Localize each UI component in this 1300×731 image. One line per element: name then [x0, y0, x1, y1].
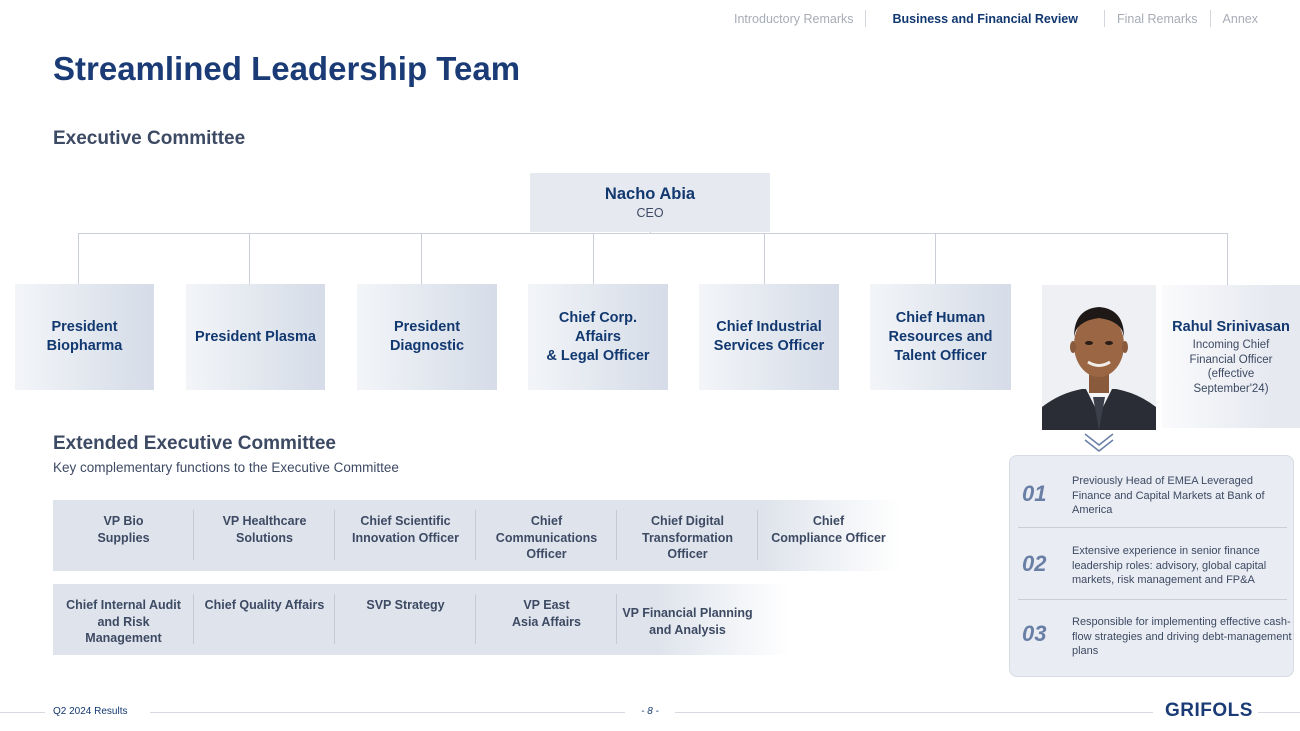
extended-role: Chief Communications Officer	[476, 500, 617, 571]
extended-role: VP Bio Supplies	[53, 500, 194, 571]
exec-box-chief-human-resources: Chief Human Resources and Talent Officer	[870, 284, 1011, 390]
highlight-number: 03	[1022, 621, 1047, 646]
nav-divider	[1209, 10, 1211, 27]
org-branch-line	[764, 233, 765, 284]
extended-committee-row-1: VP Bio Supplies VP Healthcare Solutions …	[53, 500, 900, 571]
ceo-role: CEO	[636, 206, 664, 220]
extended-role: Chief Internal Audit and Risk Management	[53, 584, 194, 655]
grifols-logo: GRIFOLS	[1165, 700, 1253, 721]
cfo-info: Rahul Srinivasan Incoming Chief Financia…	[1162, 285, 1300, 428]
chevron-down-icon	[1084, 433, 1114, 452]
extended-committee-subtitle: Key complementary functions to the Execu…	[53, 460, 399, 475]
highlight-number: 01	[1022, 481, 1047, 506]
footer-report-label: Q2 2024 Results	[53, 706, 128, 717]
ceo-box: Nacho Abia CEO	[530, 173, 770, 232]
highlight-text: Extensive experience in senior finance l…	[1072, 545, 1267, 586]
footer-rule	[675, 712, 1153, 713]
org-branch-line	[249, 233, 250, 284]
highlight-text: Previously Head of EMEA Leveraged Financ…	[1072, 475, 1265, 516]
cfo-photo	[1042, 285, 1156, 430]
extended-role: Chief Quality Affairs	[194, 584, 335, 655]
nav-business-financial-review[interactable]: Business and Financial Review	[892, 11, 1078, 26]
page-title: Streamlined Leadership Team	[53, 50, 521, 87]
highlight-divider	[1018, 599, 1287, 600]
org-branch-line	[421, 233, 422, 284]
nav-divider	[865, 10, 867, 27]
cfo-role: Incoming Chief Financial Officer (effect…	[1189, 339, 1273, 395]
highlight-text: Responsible for implementing effective c…	[1072, 616, 1292, 657]
org-branch-line	[593, 233, 594, 284]
executive-committee-heading: Executive Committee	[53, 128, 246, 149]
page-number: - 8 -	[641, 706, 659, 717]
exec-box-president-plasma: President Plasma	[186, 284, 325, 390]
highlight-number: 02	[1022, 551, 1047, 576]
extended-role: Chief Scientific Innovation Officer	[335, 500, 476, 571]
org-branch-line	[935, 233, 936, 284]
footer-rule	[150, 712, 625, 713]
footer-rule	[1258, 712, 1300, 713]
extended-role: Chief Compliance Officer	[771, 514, 886, 545]
exec-box-chief-industrial-services: Chief Industrial Services Officer	[699, 284, 839, 390]
nav-divider	[1103, 10, 1105, 27]
cfo-name: Rahul Srinivasan	[1172, 319, 1290, 335]
footer-rule	[0, 712, 45, 713]
highlight-divider	[1018, 527, 1287, 528]
extended-role: VP Healthcare Solutions	[194, 500, 335, 571]
extended-role: VP Financial Planning and Analysis	[622, 606, 753, 637]
cfo-highlights-panel: 01 Previously Head of EMEA Leveraged Fin…	[1009, 455, 1294, 677]
extended-committee-row-2: Chief Internal Audit and Risk Management…	[53, 584, 790, 655]
org-branch-line	[78, 233, 79, 284]
exec-box-president-biopharma: President Biopharma	[15, 284, 154, 390]
nav-final-remarks[interactable]: Final Remarks	[1116, 11, 1198, 26]
org-branch-line	[1227, 233, 1228, 285]
exec-box-president-diagnostic: President Diagnostic	[357, 284, 497, 390]
ceo-name: Nacho Abia	[604, 185, 696, 203]
org-horizontal-line	[78, 233, 1228, 234]
exec-box-chief-corp-affairs: Chief Corp. Affairs & Legal Officer	[528, 284, 668, 390]
extended-role: VP East Asia Affairs	[476, 584, 617, 655]
extended-committee-heading: Extended Executive Committee	[53, 433, 336, 454]
nav-introductory-remarks[interactable]: Introductory Remarks	[734, 11, 854, 26]
extended-role: Chief Digital Transformation Officer	[617, 500, 758, 571]
nav-annex[interactable]: Annex	[1222, 11, 1258, 26]
top-navigation: Introductory Remarks Business and Financ…	[722, 10, 1270, 27]
extended-role: SVP Strategy	[335, 584, 476, 655]
